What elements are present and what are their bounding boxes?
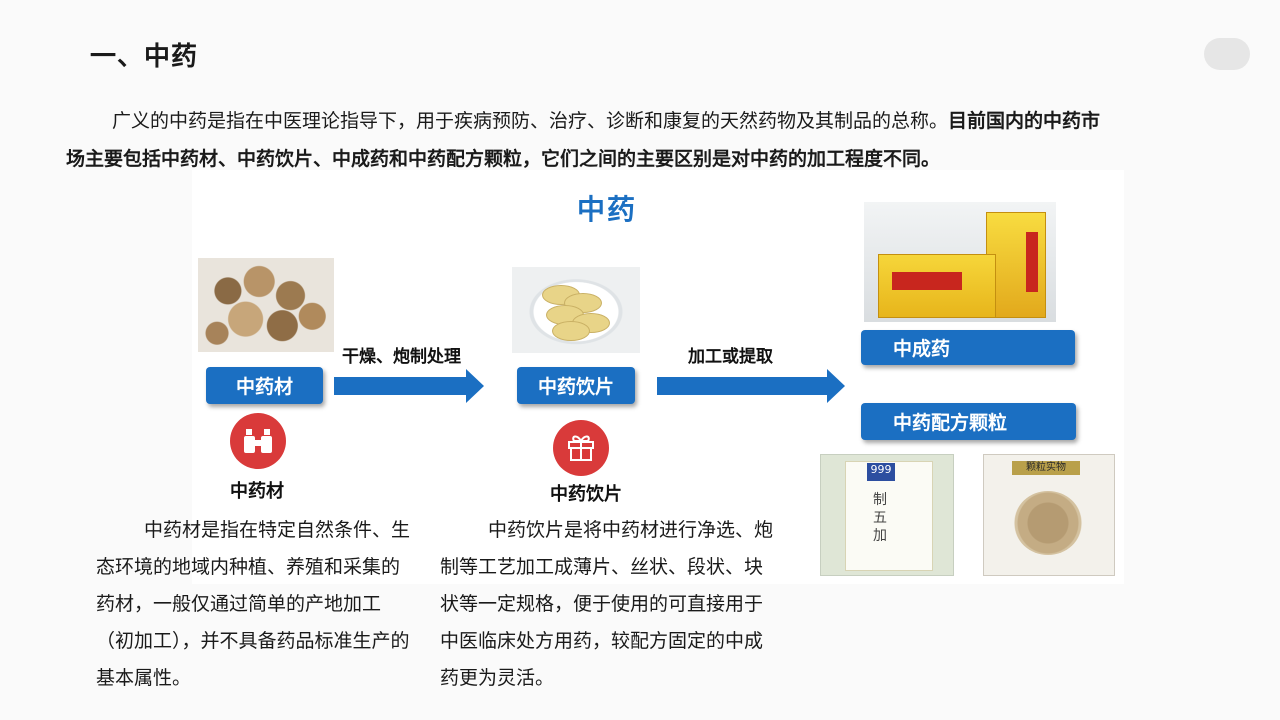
arrow-process-label: 干燥、炮制处理 xyxy=(342,342,461,367)
slice-description: 中药饮片是将中药材进行净选、炮制等工艺加工成薄片、丝状、段状、块状等一定规格，便… xyxy=(440,512,780,697)
arrow-extract-label: 加工或提取 xyxy=(688,342,773,367)
intro-plain-text: 广义的中药是指在中医理论指导下，用于疾病预防、治疗、诊断和康复的天然药物及其制品… xyxy=(112,110,948,132)
packet-label: 制五加 xyxy=(873,491,893,545)
packet-logo: 999 xyxy=(867,463,895,481)
intro-paragraph: 广义的中药是指在中医理论指导下，用于疾病预防、治疗、诊断和康复的天然药物及其制品… xyxy=(66,102,1116,178)
node-patent-medicine: 中成药 xyxy=(861,330,1075,365)
slices-photo xyxy=(512,267,640,353)
node-slice: 中药饮片 xyxy=(517,367,635,404)
binoculars-icon xyxy=(230,413,286,469)
slide-title: 一、中药 xyxy=(90,36,198,73)
granules-photo: 颗粒实物 xyxy=(983,454,1115,576)
patent-medicine-box-photo xyxy=(864,202,1056,322)
diagram-title: 中药 xyxy=(577,188,637,228)
icon-caption-slice: 中药饮片 xyxy=(550,480,622,506)
herb-photo xyxy=(198,258,334,352)
node-herb: 中药材 xyxy=(206,367,323,404)
granule-packet-photo: 999 制五加 xyxy=(820,454,954,576)
gift-icon xyxy=(553,420,609,476)
herb-description: 中药材是指在特定自然条件、生态环境的地域内种植、养殖和采集的药材，一般仅通过简单… xyxy=(96,512,418,697)
icon-caption-herb: 中药材 xyxy=(230,477,284,503)
granules-tag: 颗粒实物 xyxy=(1012,461,1080,475)
node-granule: 中药配方颗粒 xyxy=(861,403,1076,440)
corner-decoration xyxy=(1204,38,1250,70)
